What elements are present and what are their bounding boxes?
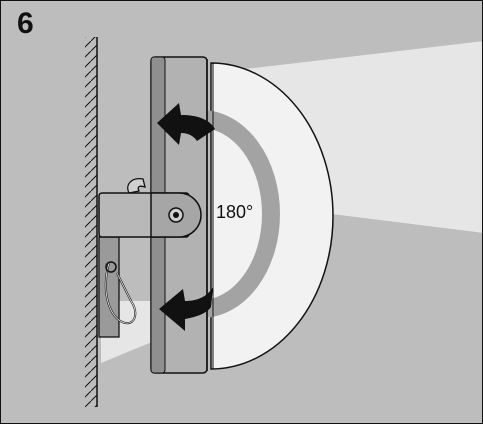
cable-ring	[105, 261, 117, 273]
wall-mount-plate	[98, 236, 120, 338]
step-number: 6	[17, 7, 34, 40]
angle-label: 180°	[216, 202, 254, 222]
rotate-arrow-icon-top	[157, 103, 215, 145]
cable-loop-inner	[105, 262, 136, 324]
bracket-hook	[127, 178, 146, 194]
rotate-arrow-icon-bottom	[159, 287, 213, 331]
wall-hatching	[85, 37, 97, 407]
rotation-arc	[200, 110, 280, 318]
hinge-bolt-center	[173, 212, 179, 218]
